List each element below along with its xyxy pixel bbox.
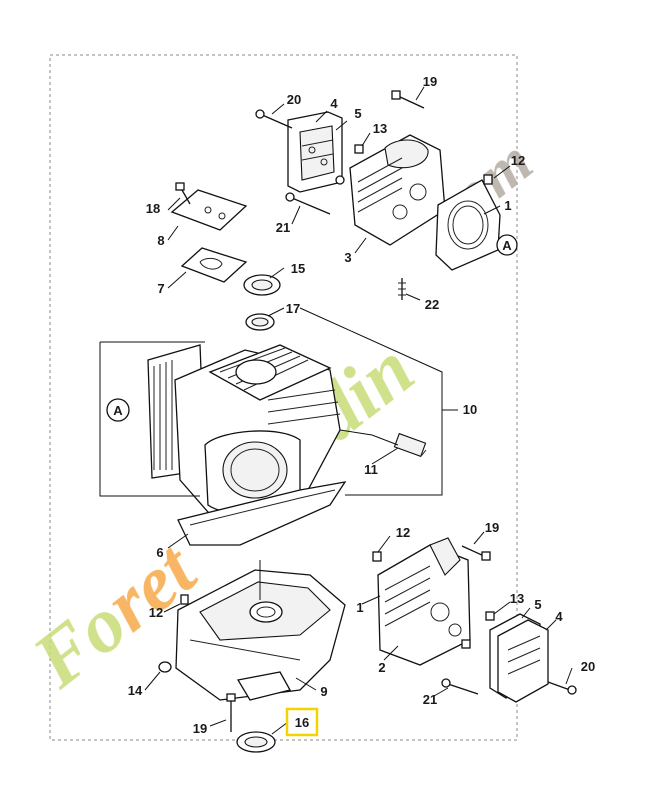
label-part-9: 9: [320, 684, 327, 699]
bolt-19-mid: [461, 545, 491, 561]
nut-small-bottom: [461, 639, 471, 649]
label-part-20-top: 20: [287, 92, 301, 107]
oil-seal-15: [243, 274, 281, 296]
label-part-12-mid: 12: [396, 525, 410, 540]
valve-cover-top: [287, 111, 343, 193]
callout-a-left: A: [106, 398, 130, 422]
pin-13-bottom: [485, 611, 495, 621]
label-part-4-bottom: 4: [555, 609, 563, 624]
label-part-12-top: 12: [511, 153, 525, 168]
label-part-16[interactable]: 16: [295, 715, 309, 730]
label-part-18: 18: [146, 201, 160, 216]
leader-lines: [99, 86, 573, 735]
bolt-19-top: [391, 90, 425, 109]
label-part-5-bottom: 5: [534, 597, 541, 612]
bolt-19-low: [226, 693, 236, 732]
highlight-box: [285, 707, 319, 737]
highlighted-part-callout[interactable]: 16: [285, 707, 319, 737]
label-part-6: 6: [156, 545, 163, 560]
label-part-19-top: 19: [423, 74, 437, 89]
label-part-13-top: 13: [373, 121, 387, 136]
dowel-12-top: [483, 174, 493, 185]
stud-22: [398, 278, 406, 300]
label-part-20-bottom: 20: [581, 659, 595, 674]
bolt-21-bottom: [441, 678, 479, 695]
callout-a-top-text: A: [502, 238, 512, 253]
breather-cover-8: [170, 189, 248, 231]
bolt-20-top: [255, 109, 293, 129]
label-part-8: 8: [157, 233, 164, 248]
pin-13-top: [354, 144, 364, 154]
label-part-10: 10: [463, 402, 477, 417]
label-part-13-bottom: 13: [510, 591, 524, 606]
label-part-15: 15: [291, 261, 305, 276]
cylinder-head-bottom: [377, 537, 471, 666]
label-part-11: 11: [364, 462, 378, 477]
callout-a-top: A: [496, 234, 518, 256]
label-part-17: 17: [286, 301, 300, 316]
label-part-1-bottom: 1: [356, 600, 363, 615]
label-part-19-mid: 19: [485, 520, 499, 535]
label-part-21-bottom: 21: [423, 692, 437, 707]
dowel-12-mid: [372, 551, 382, 562]
bolt-20-bottom: [547, 681, 577, 695]
oil-seal-16: [236, 731, 276, 753]
label-part-21-top: 21: [276, 220, 290, 235]
bolt-21-top: [285, 192, 331, 215]
label-part-5-top: 5: [354, 106, 361, 121]
label-part-3: 3: [344, 250, 351, 265]
label-part-14: 14: [128, 683, 143, 698]
label-part-19-low: 19: [193, 721, 207, 736]
nut-small-top: [335, 175, 345, 185]
breather-gasket-7: [180, 247, 248, 283]
plug-14: [158, 661, 172, 673]
bolt-18: [175, 182, 191, 205]
label-part-22: 22: [425, 297, 439, 312]
label-part-4-top: 4: [330, 96, 338, 111]
dowel-12-low: [180, 594, 189, 605]
valve-cover-bottom-4: [497, 619, 549, 703]
label-part-7: 7: [157, 281, 164, 296]
label-part-1-top: 1: [504, 198, 511, 213]
oil-pan-9: [175, 569, 346, 701]
label-part-12-low: 12: [149, 605, 163, 620]
callout-a-left-text: A: [113, 403, 123, 418]
label-part-2: 2: [378, 660, 385, 675]
crankcase-block-10: [147, 344, 341, 521]
spring-11: [393, 432, 427, 458]
part-labels: 20 4 5 13 19 12 1 21 3 22 18 8 7 15 17 1…: [128, 74, 595, 736]
seal-17: [245, 313, 275, 331]
crankcase-gasket-6: [177, 481, 347, 546]
